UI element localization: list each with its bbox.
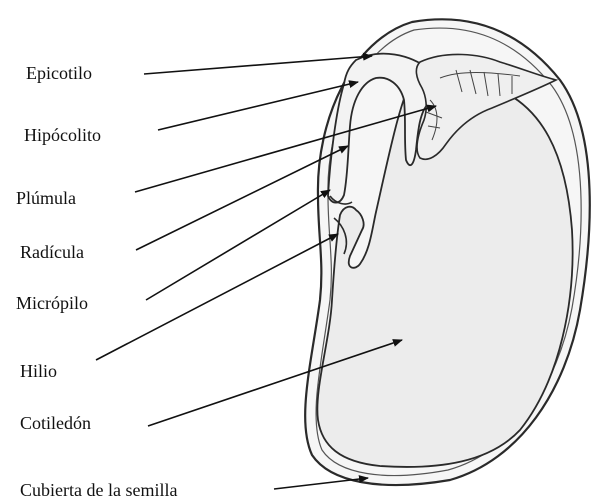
label-cotiledon: Cotiledón: [20, 414, 91, 432]
pointer-hilio: [96, 234, 338, 360]
label-epicotilo: Epicotilo: [26, 64, 92, 82]
label-plumula: Plúmula: [16, 189, 76, 207]
pointer-micropilo: [146, 190, 330, 300]
pointer-epicotilo: [144, 56, 372, 74]
pointer-cubierta: [274, 478, 368, 489]
label-cubierta: Cubierta de la semilla: [20, 481, 177, 499]
label-radicula: Radícula: [20, 243, 84, 261]
label-hilio: Hilio: [20, 362, 57, 380]
label-hipocotilo: Hipócolito: [24, 126, 101, 144]
label-micropilo: Micrópilo: [16, 294, 88, 312]
